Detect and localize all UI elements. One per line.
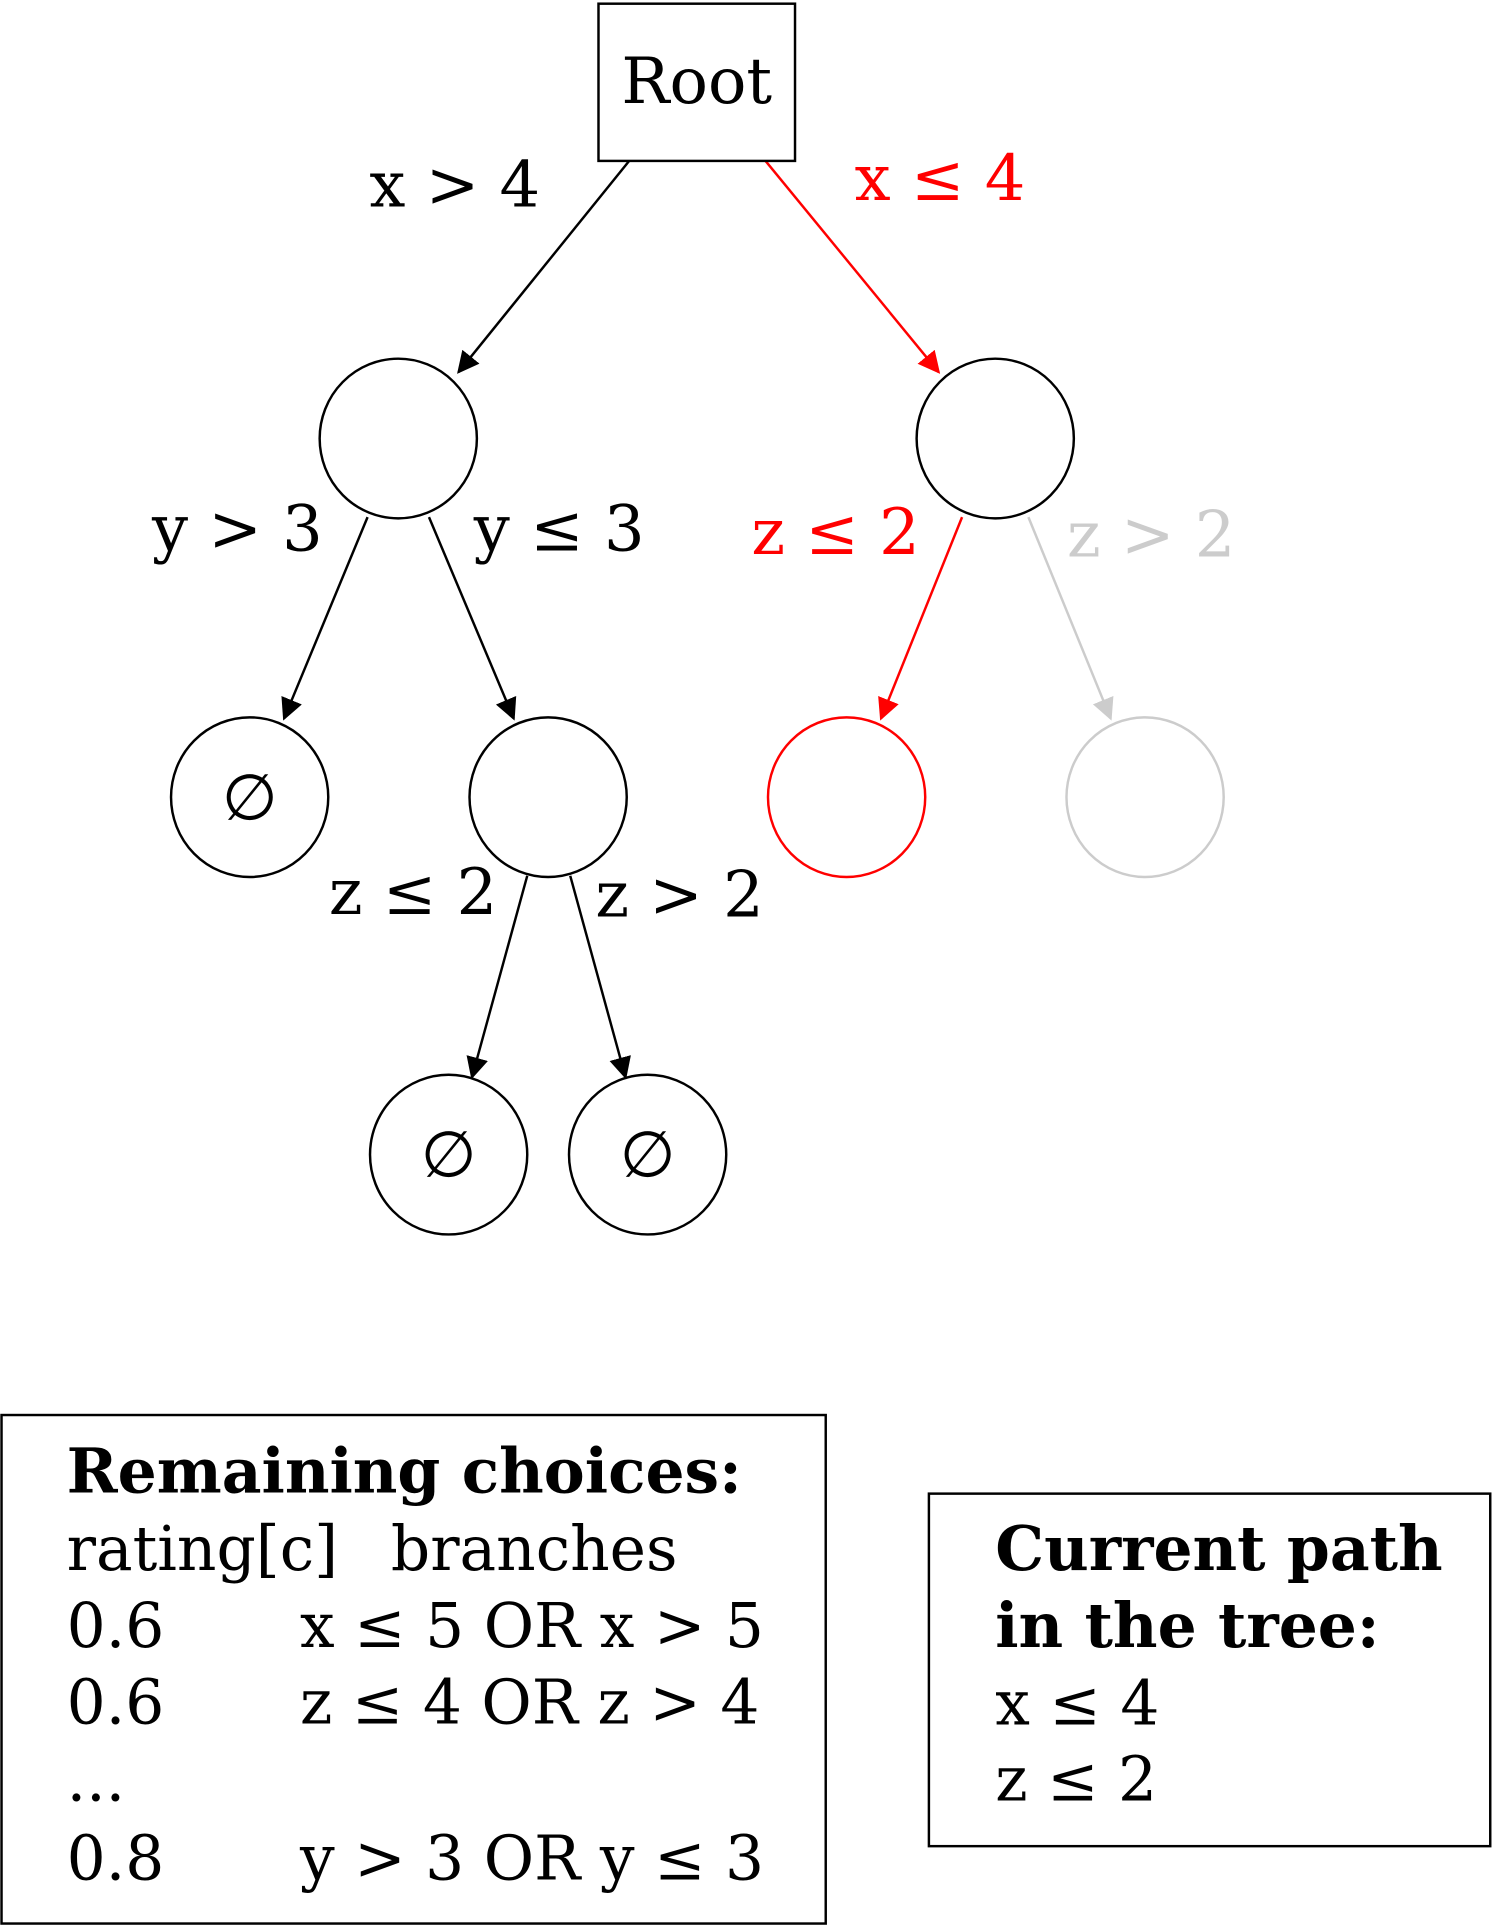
edge-arrow-n1-n4 [427, 516, 517, 721]
tree-node-n4 [468, 716, 628, 879]
edge-label-n2-n5: z ≤ 2 [751, 496, 919, 570]
remaining-choices-title: Remaining choices: [67, 1435, 742, 1507]
node-circle [915, 357, 1076, 520]
tree-node-n7: ∅ [368, 1073, 529, 1236]
tree-node-n2 [915, 357, 1076, 520]
choice-row-ellipsis: ... [67, 1745, 126, 1816]
node-circle [169, 716, 330, 879]
edge-arrow-n2-n5 [878, 516, 964, 721]
tree-node-n6 [1065, 716, 1225, 879]
node-circle [318, 357, 479, 520]
current-path-step: z ≤ 2 [995, 1745, 1157, 1816]
empty-set-label: ∅ [620, 1119, 676, 1193]
node-circle [766, 716, 927, 879]
root-node-box [597, 2, 797, 163]
choice-row-rating: 0.6 [67, 1591, 165, 1662]
edge-label-n4-n7: z ≤ 2 [329, 856, 497, 930]
edge-arrow-n1-n3 [281, 516, 369, 721]
edge-label-n1-n3: y > 3 [151, 492, 323, 566]
current-path-step: x ≤ 4 [995, 1669, 1159, 1740]
edge-arrow-n4-n7 [466, 875, 529, 1080]
choice-row-rating: 0.6 [67, 1667, 165, 1738]
tree-nodes: Root ∅ ∅ ∅ [169, 2, 1225, 1236]
tree-node-n8: ∅ [567, 1073, 728, 1236]
current-path-title-line2: in the tree: [995, 1590, 1379, 1662]
current-path-title-line1: Current path [995, 1513, 1442, 1585]
tree-edge-labels: x > 4 x ≤ 4 y > 3 y ≤ 3 z ≤ 2 z > 2 z ≤ 2 z > 2 [151, 142, 1235, 932]
tree-node-n5 [766, 716, 927, 879]
edge-arrow-root-n1 [457, 160, 631, 374]
edge-arrow-n2-n6 [1027, 516, 1114, 721]
tree-node-root: Root [597, 2, 797, 163]
choice-row-branches: z ≤ 4 OR z > 4 [300, 1667, 759, 1738]
edge-label-n4-n8: z > 2 [595, 858, 763, 932]
edge-label-root-n1: x > 4 [369, 148, 540, 222]
choice-row-branches: y > 3 OR y ≤ 3 [299, 1823, 764, 1894]
choice-row-branches: x ≤ 5 OR x > 5 [300, 1591, 764, 1662]
tree-edges [281, 160, 1114, 1080]
empty-set-label: ∅ [421, 1119, 477, 1193]
edge-label-n2-n6: z > 2 [1067, 498, 1235, 572]
node-circle [567, 1073, 728, 1236]
edge-label-n1-n4: y ≤ 3 [473, 492, 645, 566]
edge-label-root-n2: x ≤ 4 [855, 142, 1026, 216]
node-circle [468, 716, 628, 879]
node-label: Root [621, 45, 772, 119]
tree-node-n1 [318, 357, 479, 520]
rating-column-header: rating[c] [67, 1514, 338, 1585]
node-circle [368, 1073, 529, 1236]
branches-column-header: branches [391, 1514, 678, 1585]
current-path-border [927, 1492, 1492, 1848]
edge-arrow-root-n2 [764, 160, 941, 374]
current-path-panel: Current path in the tree: x ≤ 4 z ≤ 2 [927, 1492, 1492, 1848]
node-circle [1065, 716, 1225, 879]
edge-arrow-n4-n8 [569, 875, 631, 1080]
tree-node-n3: ∅ [169, 716, 330, 879]
choice-row-rating: 0.8 [67, 1823, 165, 1894]
remaining-choices-border [0, 1413, 827, 1925]
remaining-choices-panel: Remaining choices: rating[c] branches 0.… [0, 1413, 827, 1925]
empty-set-label: ∅ [222, 761, 278, 835]
